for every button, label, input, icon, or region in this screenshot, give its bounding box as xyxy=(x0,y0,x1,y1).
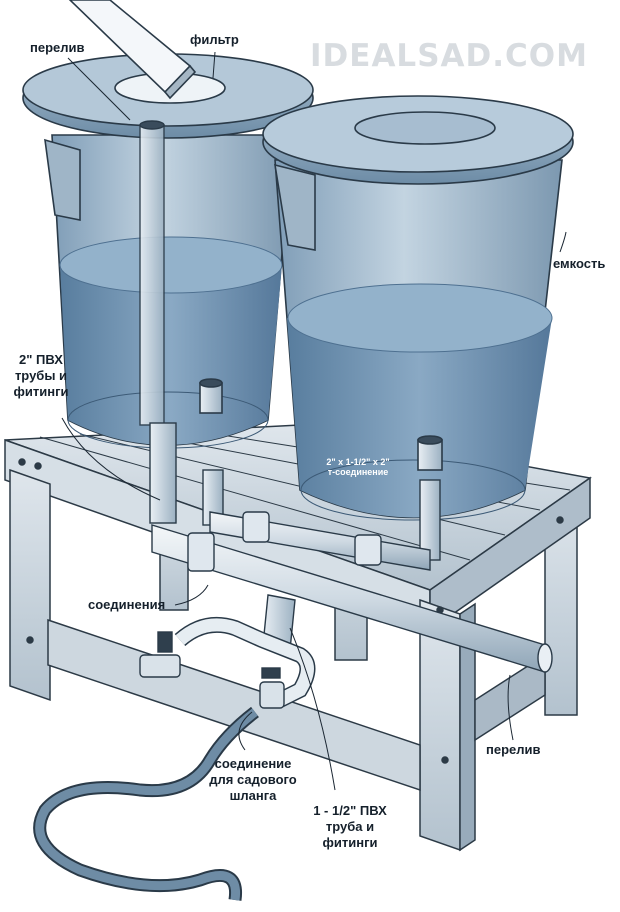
label-pvc15-line2: труба и xyxy=(325,819,375,834)
label-pvc2: 2" ПВХ трубы и фитинги xyxy=(4,352,78,400)
leader-container xyxy=(559,231,567,253)
label-connections: соединения xyxy=(88,597,166,612)
label-hose-line3: шланга xyxy=(229,788,277,803)
leg-front-left xyxy=(9,468,51,702)
pvc-plumbing xyxy=(139,469,553,709)
leader-overflow-top xyxy=(67,57,131,121)
label-pvc15-line1: 1 - 1/2" ПВХ xyxy=(313,803,387,818)
downspout xyxy=(68,0,197,100)
label-overflow-top: перелив xyxy=(30,40,85,55)
label-pvc15-line3: фитинги xyxy=(322,835,378,850)
label-hose-line2: для садового xyxy=(209,772,297,787)
leader-pvc2 xyxy=(61,417,161,501)
leader-pvc15 xyxy=(289,627,336,791)
label-overflow-bottom: перелив xyxy=(486,742,541,757)
label-pvc2-line2: трубы и xyxy=(14,368,68,383)
label-pvc2-line1: 2" ПВХ xyxy=(19,352,63,367)
watermark: IDEALSAD.COM xyxy=(310,38,588,74)
overflow-pipe xyxy=(139,120,177,524)
leader-hose xyxy=(238,711,253,751)
right-tank xyxy=(262,95,574,521)
label-hose-line1: соединение xyxy=(214,756,292,771)
label-pvc2-line3: фитинги xyxy=(13,384,69,399)
leader-connections xyxy=(174,584,209,606)
leader-lines xyxy=(61,51,567,791)
leader-overflow-bottom xyxy=(507,674,514,741)
label-tee-line2: т-соединение xyxy=(327,467,389,477)
leader-filter xyxy=(212,51,216,79)
label-hose-connector: соединение для садового шланга xyxy=(203,756,303,804)
left-tank xyxy=(22,53,314,449)
label-container: емкость xyxy=(553,256,606,271)
label-filter: фильтр xyxy=(190,32,239,47)
label-pvc15: 1 - 1/2" ПВХ труба и фитинги xyxy=(300,803,400,851)
label-tee-line1: 2" x 1-1/2" x 2" xyxy=(326,457,390,467)
garden-hose xyxy=(33,706,259,901)
label-tee: 2" x 1-1/2" x 2" т-соединение xyxy=(308,457,408,477)
